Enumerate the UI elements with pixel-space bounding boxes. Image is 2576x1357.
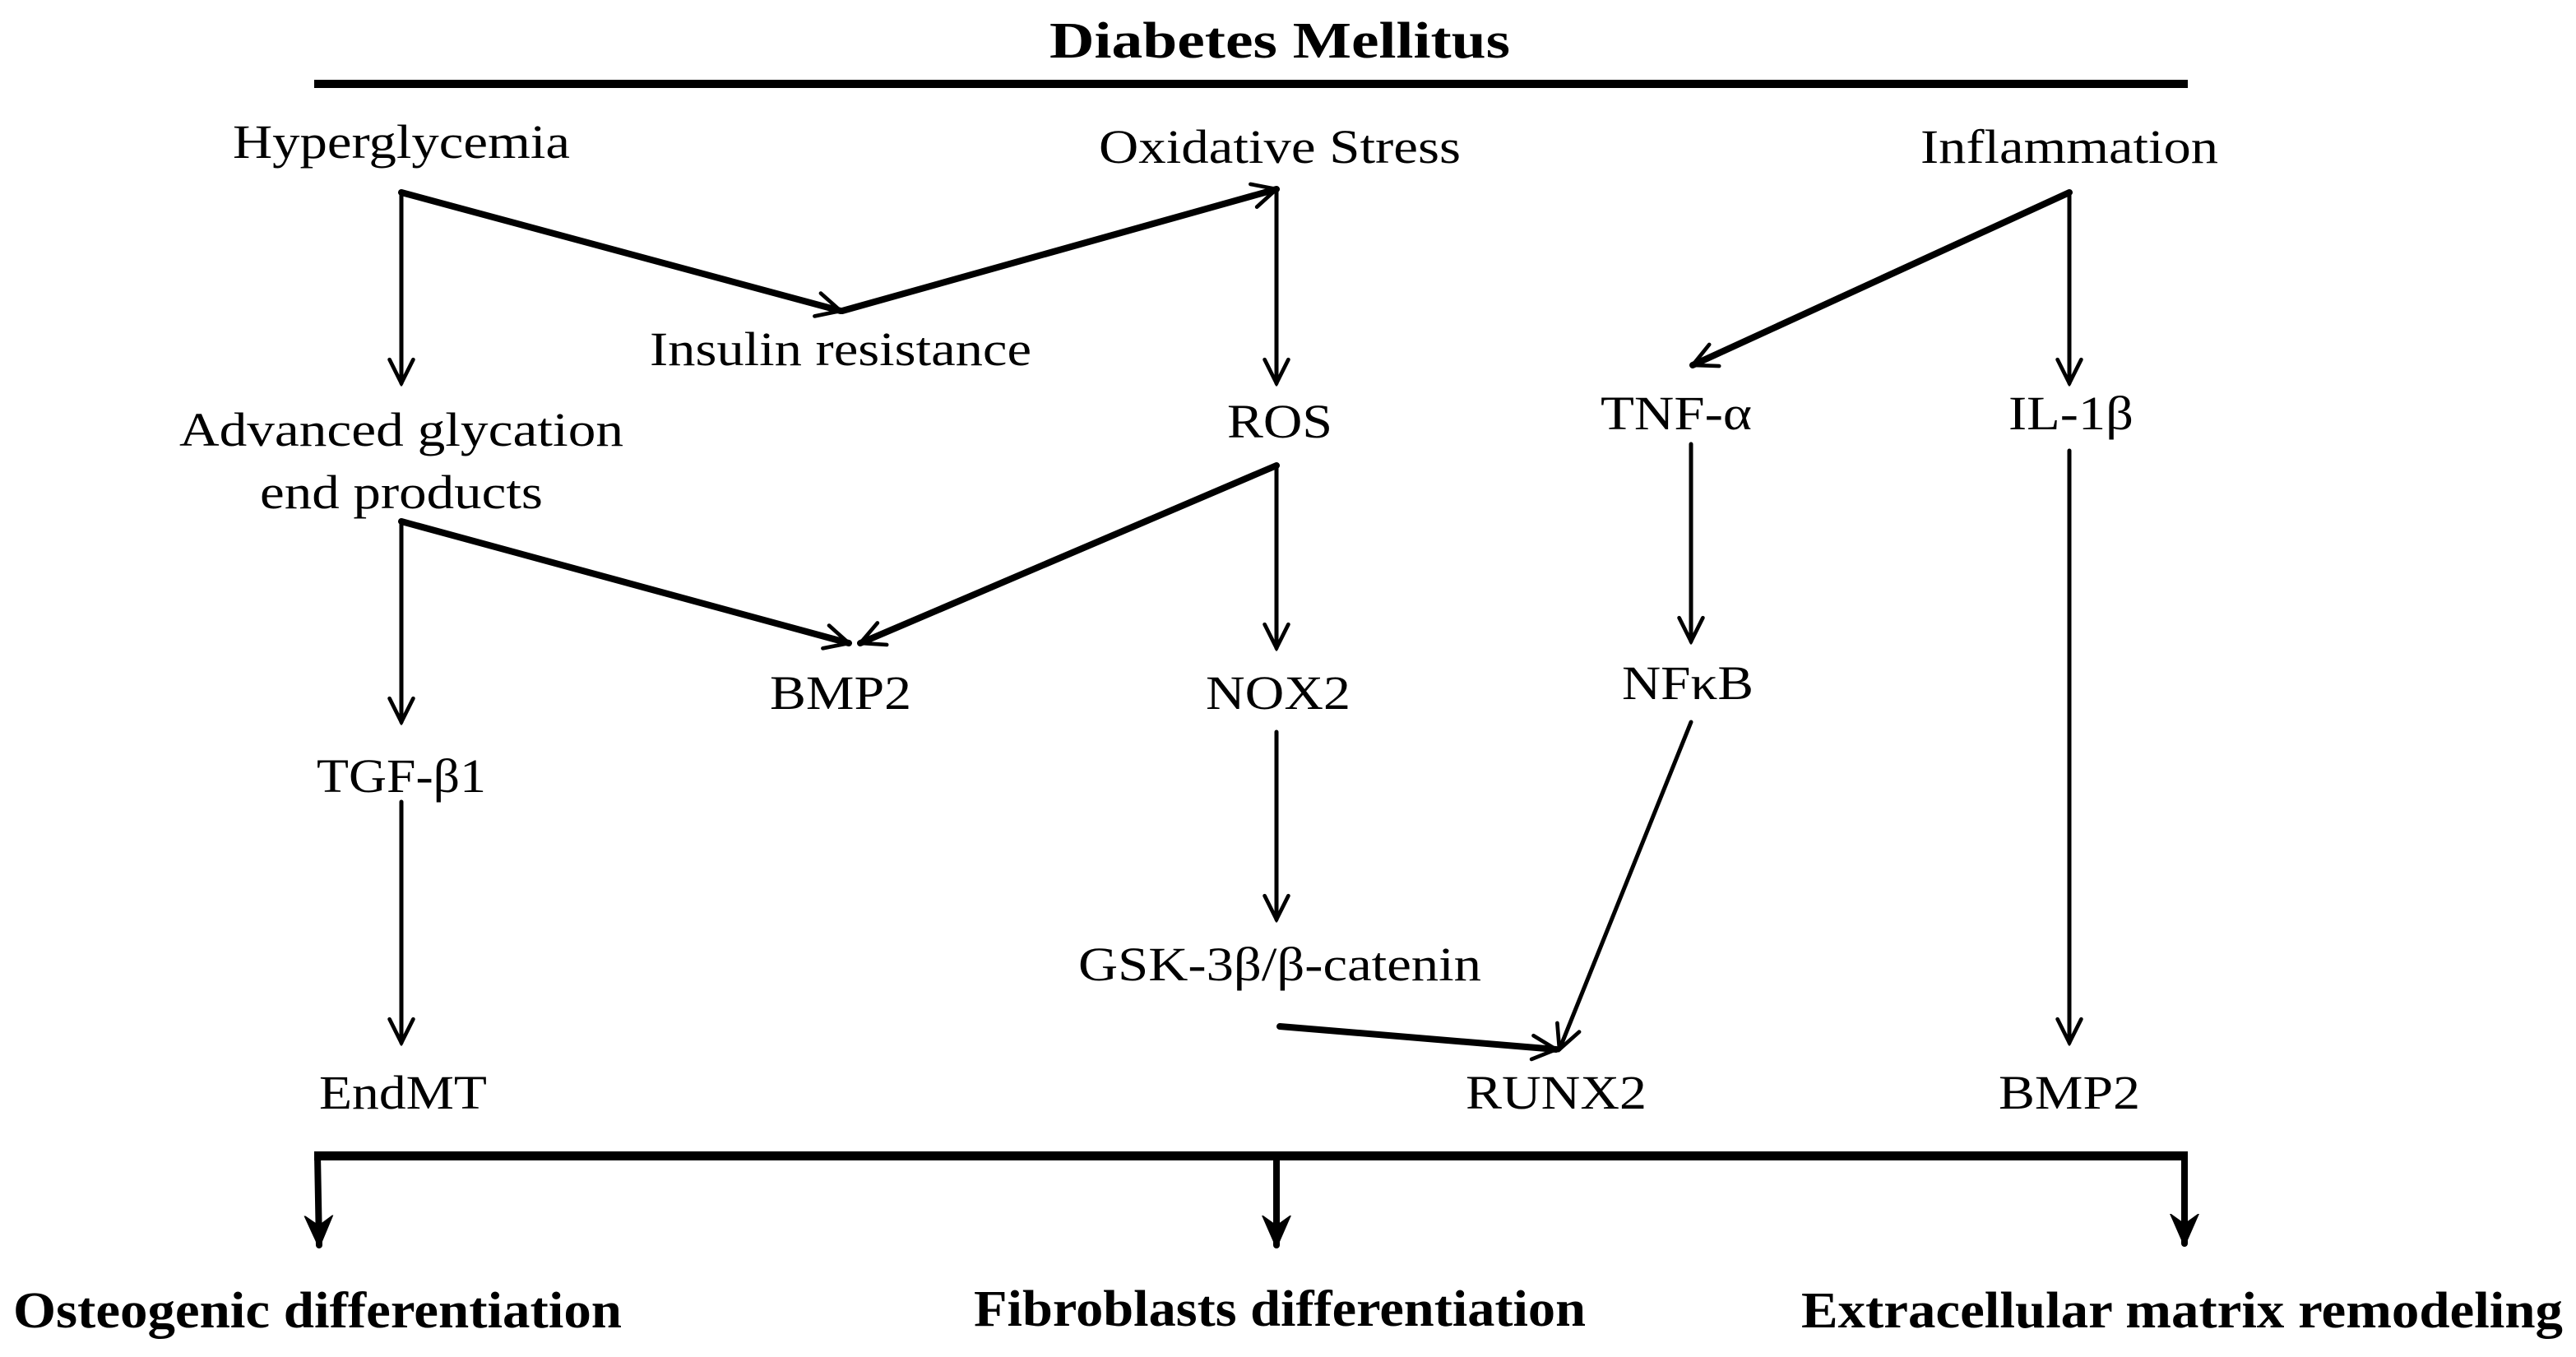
diagram-title: Diabetes Mellitus <box>1049 13 1510 69</box>
outcome-ecm: Extracellular matrix remodeling <box>1801 1283 2563 1339</box>
arrow-to-osteogenic <box>317 1151 319 1245</box>
node-oxidative-stress: Oxidative Stress <box>1099 120 1461 174</box>
node-gsk3b-catenin: GSK-3β/β-catenin <box>1078 938 1481 991</box>
edge-inflammation-to-tnf <box>1693 189 2073 368</box>
node-il1-beta: IL-1β <box>2008 387 2134 440</box>
outcome-osteogenic: Osteogenic differentiation <box>13 1283 622 1339</box>
edge-hyperglycemia-to-insulin <box>398 189 841 311</box>
bottom-divider-bar <box>314 1151 2188 1160</box>
edge-nfkb-to-runx2 <box>1559 720 1693 1049</box>
outcome-fibroblasts: Fibroblasts differentiation <box>974 1281 1586 1337</box>
edge-gsk-to-runx2 <box>1276 1023 1556 1049</box>
node-bmp2-upper: BMP2 <box>770 666 911 720</box>
node-bmp2-lower: BMP2 <box>1999 1066 2140 1119</box>
edges <box>401 189 2069 1049</box>
node-age-line1: Advanced glycation <box>179 403 623 456</box>
node-tgf-beta1: TGF-β1 <box>317 749 486 803</box>
node-hyperglycemia: Hyperglycemia <box>233 115 570 169</box>
node-age-line2: end products <box>260 465 543 519</box>
node-ros: ROS <box>1227 395 1332 448</box>
edge-age-to-bmp2 <box>398 518 849 643</box>
node-nox2: NOX2 <box>1206 666 1351 720</box>
node-runx2: RUNX2 <box>1466 1066 1647 1119</box>
node-inflammation: Inflammation <box>1920 120 2218 174</box>
edge-insulin-to-oxidative <box>839 189 1276 314</box>
node-nfkb: NFκB <box>1622 656 1754 710</box>
edge-ros-to-bmp2 <box>860 462 1280 643</box>
top-divider-bar <box>314 80 2188 88</box>
node-tnf-alpha: TNF-α <box>1601 387 1752 440</box>
node-insulin-resistance: Insulin resistance <box>650 322 1031 376</box>
node-endmt: EndMT <box>319 1066 487 1119</box>
outcome-arrows <box>317 1151 2185 1245</box>
